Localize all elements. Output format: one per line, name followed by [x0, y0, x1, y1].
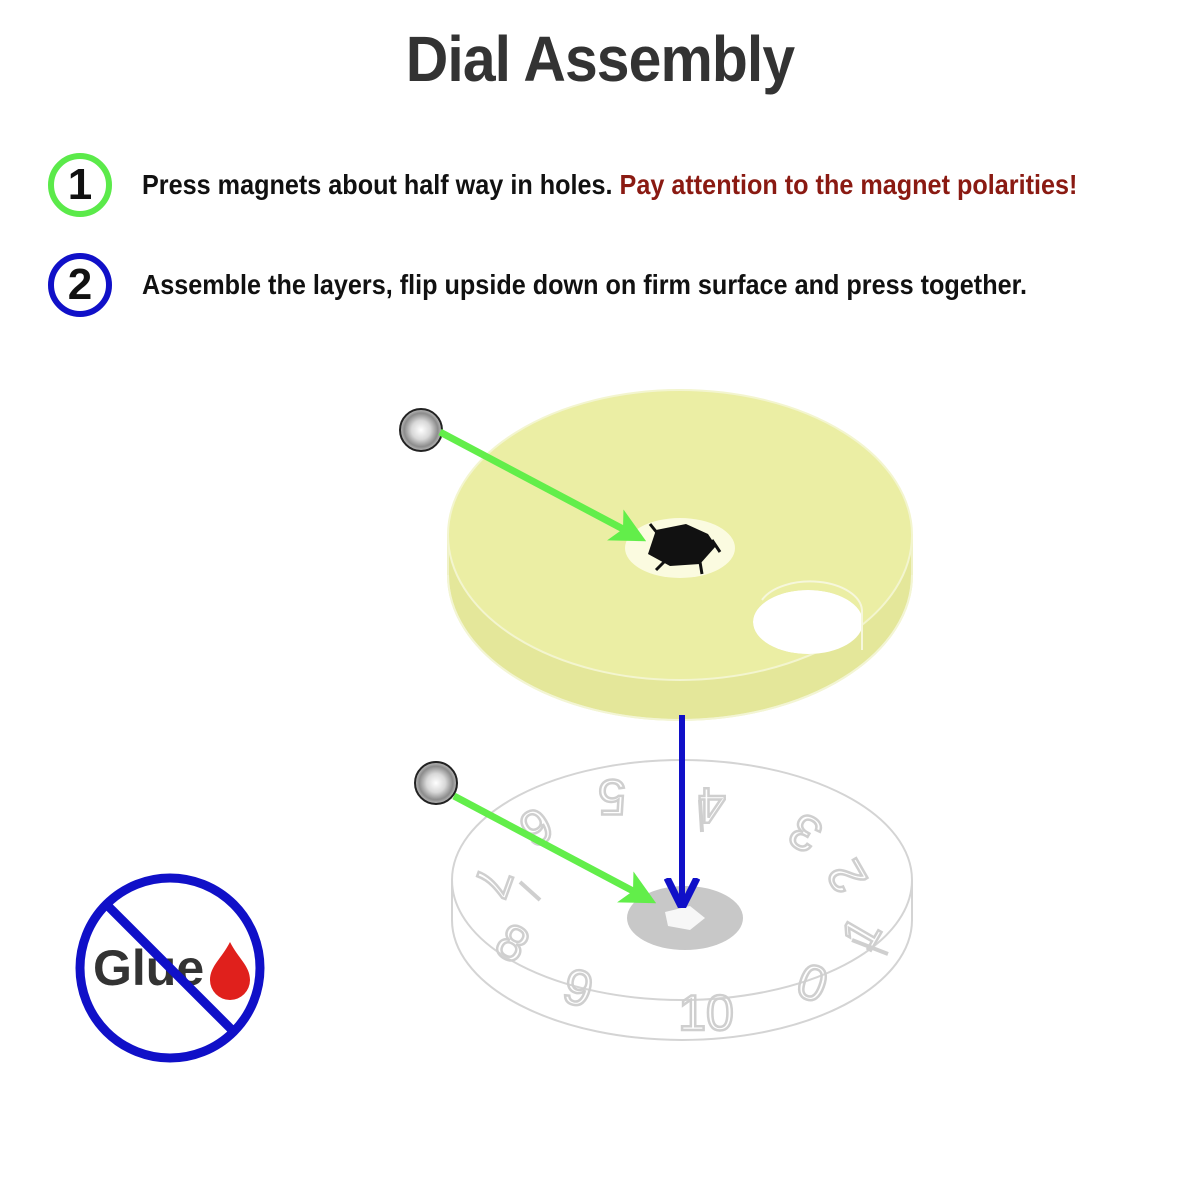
hole-tab — [654, 560, 666, 572]
step-2: 2 Assemble the layers, flip upside down … — [48, 245, 1125, 325]
hole-tab — [710, 539, 722, 553]
step-2-text: Assemble the layers, flip upside down on… — [142, 269, 1027, 301]
hole-tab — [648, 523, 660, 535]
dial-tick — [698, 799, 704, 833]
prohibition-slash — [102, 900, 238, 1036]
top-disc-magnet-hole — [648, 524, 716, 566]
magnet-bottom-arrow — [452, 792, 657, 904]
blood-drop-icon — [210, 942, 250, 1000]
step-2-instruction: Assemble the layers, flip upside down on… — [142, 269, 1028, 300]
step-1-badge: 1 — [48, 153, 112, 217]
magnet-top — [399, 408, 443, 452]
step-2-badge: 2 — [48, 253, 112, 317]
no-glue-sign: Glue — [75, 873, 265, 1063]
magnet-bottom — [414, 761, 458, 805]
dial-tick — [518, 880, 542, 902]
magnet-top-arrow — [438, 428, 647, 542]
dial-number-5: 5 — [598, 769, 626, 825]
step-1: 1 Press magnets about half way in holes.… — [48, 145, 1181, 225]
step-1-text: Press magnets about half way in holes. P… — [142, 169, 1077, 201]
hole-tab — [698, 561, 704, 575]
step-1-warning: Pay attention to the magnet polarities! — [619, 169, 1078, 200]
top-disc-notch-wall — [761, 580, 863, 650]
page-title: Dial Assembly — [405, 23, 795, 95]
top-disc-layer — [447, 389, 913, 721]
dial-base-hub-hole — [665, 906, 705, 930]
dial-tick — [851, 938, 889, 956]
dial-number-10: 10 — [678, 985, 734, 1041]
step-1-instruction: Press magnets about half way in holes. — [142, 169, 613, 200]
